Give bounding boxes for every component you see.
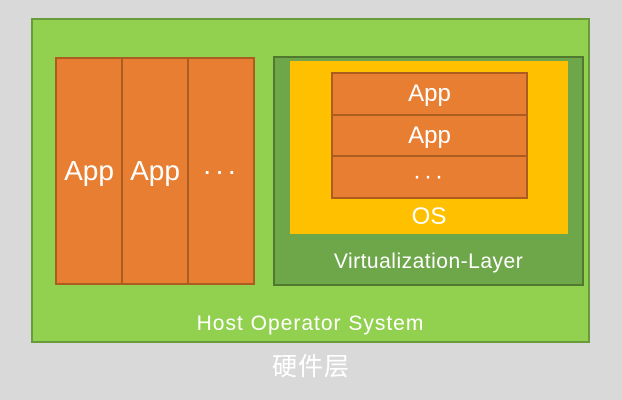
guest-app-ellipsis-label: ··· (413, 163, 446, 191)
guest-app-row: App (333, 113, 526, 156)
host-app-label: App (130, 155, 180, 186)
host-app-label: App (64, 155, 114, 186)
guest-app-row: App (333, 74, 526, 114)
os-label: OS (411, 203, 447, 230)
host-app-column: App (57, 59, 121, 283)
host-app-column: App (121, 59, 187, 283)
host-app-ellipsis-label: ··· (202, 155, 240, 186)
hardware-layer-label: 硬件层 (271, 353, 350, 381)
guest-app-label: App (408, 79, 451, 107)
host-os-label: Host Operator System (196, 312, 425, 335)
os-box: App App ··· OS (290, 61, 568, 234)
host-os-box: App App ··· App App ··· (31, 18, 590, 343)
virtualization-layer-box: App App ··· OS Virtualization-Layer (273, 56, 584, 286)
virtualization-layer-label: Virtualization-Layer (333, 250, 524, 273)
host-apps-group: App App ··· (55, 57, 255, 285)
guest-apps-group: App App ··· (331, 72, 528, 199)
host-app-column: ··· (187, 59, 253, 283)
guest-app-label: App (408, 121, 451, 149)
guest-app-row: ··· (333, 155, 526, 197)
